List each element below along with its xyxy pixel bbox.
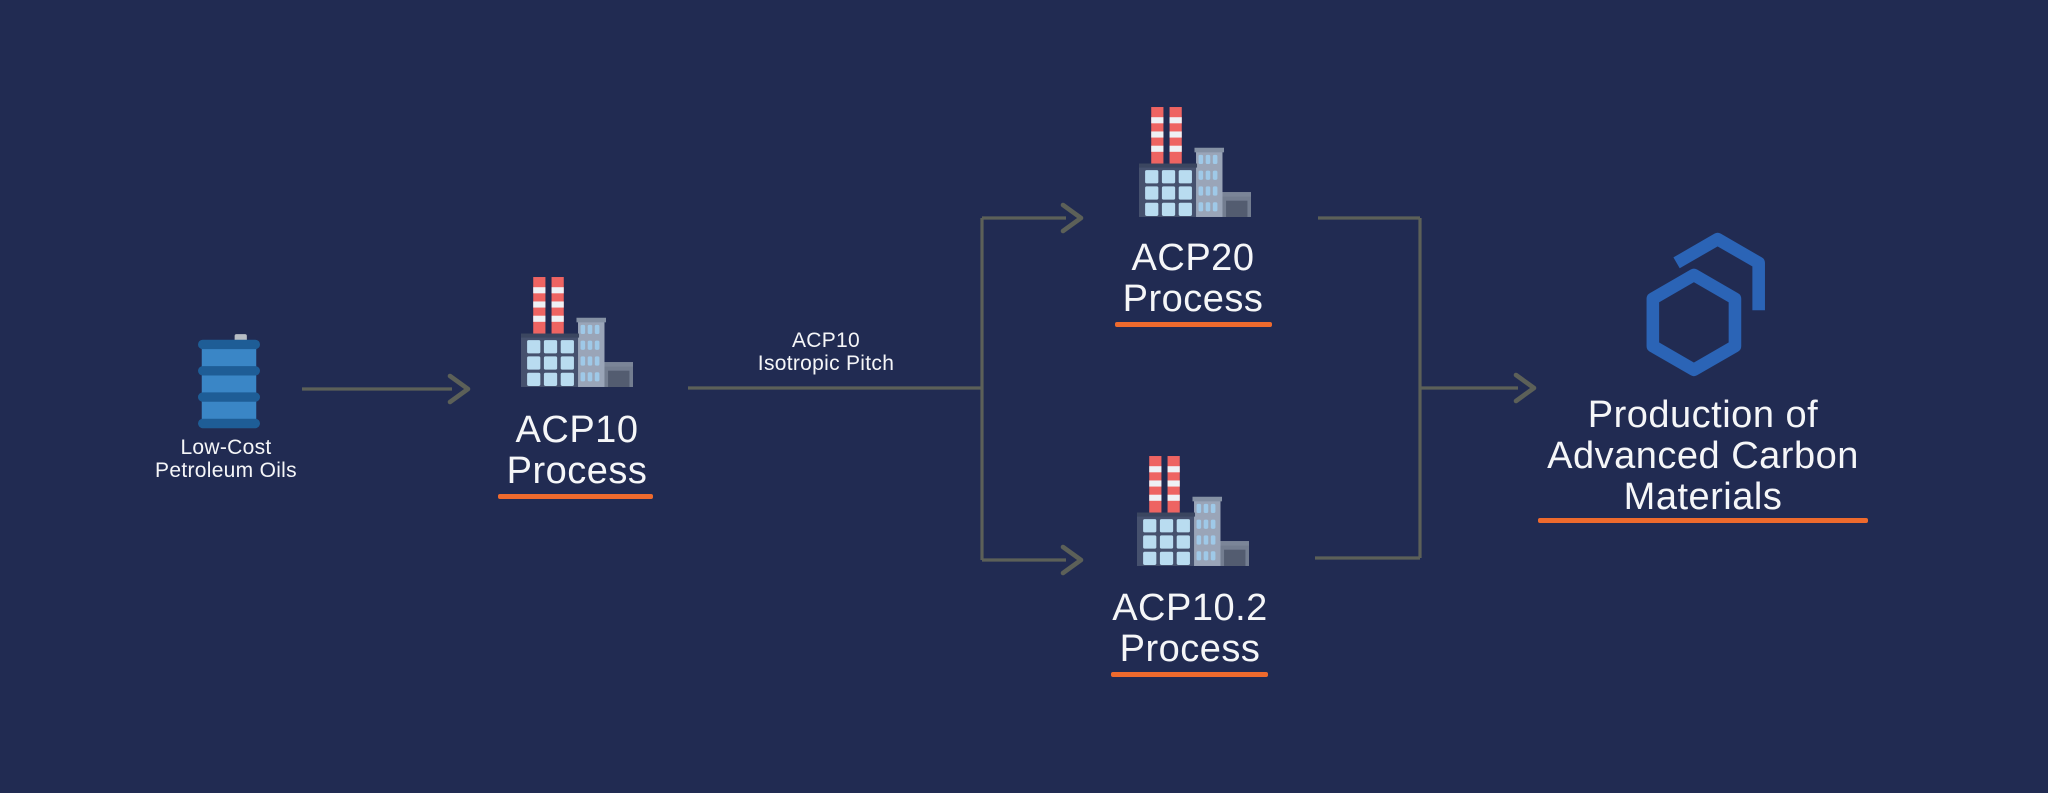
- acp10-2-process-label-line2: Process: [1119, 628, 1261, 670]
- petroleum-oils-label-line2: Petroleum Oils: [155, 459, 297, 482]
- production-label-line3: Materials: [1623, 476, 1783, 518]
- arrowhead-branch-to-acp20: [1060, 202, 1084, 234]
- hexagon-molecule-icon: [1645, 230, 1767, 378]
- chimneys: [1151, 107, 1182, 169]
- chimneys: [1149, 456, 1180, 518]
- chimneys: [533, 277, 564, 339]
- petroleum-oils-label-line1: Low-Cost: [180, 436, 272, 459]
- acp20-process-label-line2: Process: [1122, 278, 1264, 320]
- acp10-process-label: ACP10 Process: [507, 410, 648, 492]
- acp10-underline: [498, 494, 653, 499]
- acp20-process-label-line1: ACP20: [1131, 237, 1255, 279]
- acp10-process-label-line1: ACP10: [515, 409, 639, 451]
- factory-icon: [521, 277, 633, 387]
- acp10-2-underline: [1111, 672, 1268, 677]
- arrowhead-converge-to-production: [1513, 372, 1537, 404]
- petroleum-oils-label: Low-Cost Petroleum Oils: [155, 436, 297, 482]
- acp10-process-label-line2: Process: [506, 450, 648, 492]
- acp20-underline: [1115, 322, 1272, 327]
- factory-icon: [1139, 107, 1251, 217]
- acp20-process-label: ACP20 Process: [1123, 238, 1264, 320]
- isotropic-pitch-label-line2: Isotropic Pitch: [757, 352, 895, 375]
- arrowhead-branch-to-acp10-2: [1060, 544, 1084, 576]
- production-label-line1: Production of: [1587, 394, 1819, 436]
- production-label-line2: Advanced Carbon: [1547, 435, 1859, 477]
- isotropic-pitch-label-line1: ACP10: [791, 329, 861, 352]
- factory-icon: [1137, 456, 1249, 566]
- acp10-2-process-label-line1: ACP10.2: [1112, 587, 1268, 629]
- arrowhead-petroleum-to-acp10: [447, 373, 471, 405]
- isotropic-pitch-edge-label: ACP10 Isotropic Pitch: [758, 329, 894, 375]
- acp10-2-process-label: ACP10.2 Process: [1112, 588, 1268, 670]
- production-underline: [1538, 518, 1868, 523]
- oil-barrel-icon: [198, 331, 260, 435]
- production-label: Production of Advanced Carbon Materials: [1547, 395, 1859, 518]
